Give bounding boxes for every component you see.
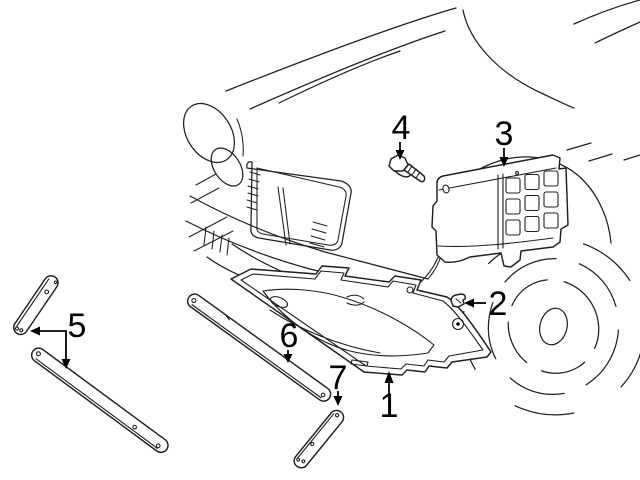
bumper-lines (185, 173, 444, 290)
cover-dimple (269, 296, 289, 308)
cover-bracket-hole (406, 286, 414, 294)
part-5-rail-lower (30, 347, 169, 454)
hood-center-line (278, 50, 401, 104)
wheel-icon (462, 237, 640, 416)
callout-6-label: 6 (280, 317, 299, 355)
roof-line (573, 0, 640, 25)
hood-crease-line (249, 30, 446, 110)
callout-3: 3 (495, 115, 514, 167)
callout-5-arrow (38, 330, 67, 360)
body-side-dash-3 (623, 154, 640, 161)
body-side-dash-1 (566, 142, 592, 151)
fender-gap-line (236, 118, 244, 157)
part-5-rail-upper (12, 275, 59, 336)
part-7-short-rail (293, 409, 345, 469)
headlight-inner-icon (210, 147, 244, 187)
callout-3-label: 3 (495, 115, 514, 153)
body-side-dash-2 (588, 153, 613, 162)
callout-5-label: 5 (68, 307, 87, 345)
part-2-retainer-clip (450, 293, 466, 308)
part-1-under-cover (230, 265, 492, 376)
bolt-shank (403, 163, 426, 183)
part-4-mounting-bolt (388, 154, 426, 183)
part-3-side-splash-shield (431, 154, 569, 268)
callout-4: 4 (392, 109, 411, 160)
callout-4-label: 4 (392, 109, 411, 147)
windshield-base-curve (462, 9, 575, 109)
callout-1: 1 (380, 371, 399, 425)
a-pillar-line (594, 21, 640, 44)
callout-5: 5 (30, 307, 86, 369)
callout-2: 2 (464, 285, 507, 323)
headlight-outer-icon (182, 102, 236, 164)
panel-mount-hole (442, 184, 450, 194)
callout-1-label: 1 (380, 387, 399, 425)
grille-icon (246, 161, 352, 251)
part-6-long-rail (186, 293, 332, 402)
callout-7: 7 (329, 359, 348, 406)
callout-6: 6 (280, 317, 299, 363)
callout-2-label: 2 (489, 285, 508, 323)
vehicle-front-line-art (182, 0, 640, 416)
panel-grid (497, 170, 559, 250)
callout-7-label: 7 (329, 359, 348, 397)
cover-ring-hole (451, 317, 465, 331)
hood-edge-line (225, 7, 457, 92)
